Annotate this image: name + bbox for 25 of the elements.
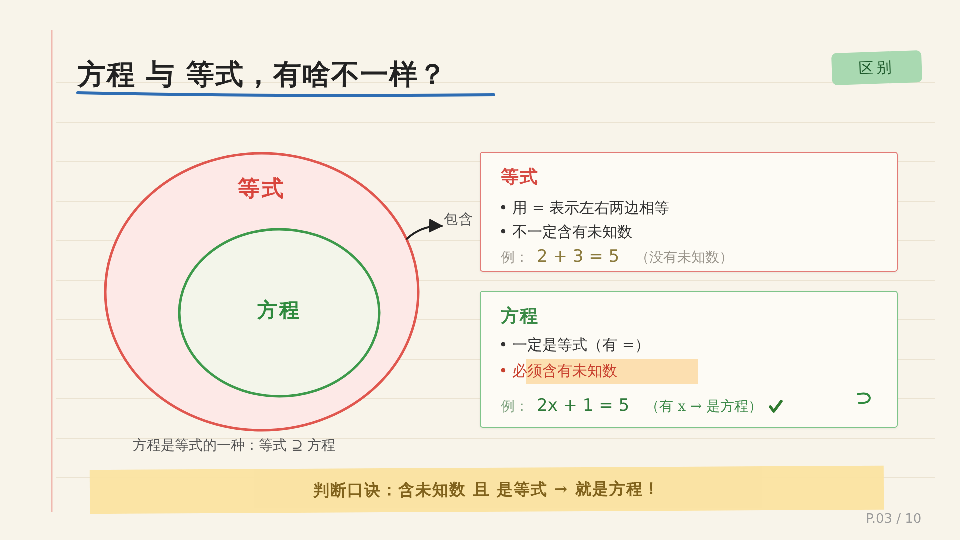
info-card bbox=[480, 291, 898, 428]
bullet-text: • 用 = 表示左右两边相等 bbox=[499, 199, 670, 218]
caption-text: 方程是等式的一种：等式 ⊇ 方程 bbox=[133, 437, 336, 455]
card-heading: 等式 bbox=[501, 166, 539, 189]
info-card bbox=[480, 152, 898, 272]
set-circle bbox=[104, 152, 420, 432]
card-heading: 方程 bbox=[501, 305, 539, 328]
relation-text: 包含 bbox=[444, 211, 474, 229]
page-number: P.03 / 10 bbox=[866, 512, 922, 527]
subset-circle bbox=[178, 228, 381, 398]
title: 方程 与 等式，有啥不一样？ bbox=[78, 57, 448, 93]
equation-text: 2x + 1 = 5 bbox=[537, 396, 630, 416]
note-text: （有 x → 是方程） bbox=[646, 398, 763, 416]
circle-label: 方程 bbox=[258, 297, 302, 324]
note-text: （没有未知数） bbox=[636, 249, 734, 267]
equation-text: 2 + 3 = 5 bbox=[537, 247, 620, 267]
bullet-text: • 不一定含有未知数 bbox=[499, 223, 633, 242]
example-label: 例： bbox=[501, 398, 529, 416]
bullet-text: • 必须含有未知数 bbox=[499, 362, 618, 381]
tag-badge: 区别 bbox=[831, 50, 923, 86]
arrow bbox=[406, 219, 444, 240]
example-label: 例： bbox=[501, 249, 529, 267]
bullet-text: • 一定是等式（有 =） bbox=[499, 336, 650, 355]
circle-label: 等式 bbox=[238, 175, 286, 204]
rule-banner: 判断口诀：含未知数 且 是等式 → 就是方程！ bbox=[90, 466, 884, 514]
